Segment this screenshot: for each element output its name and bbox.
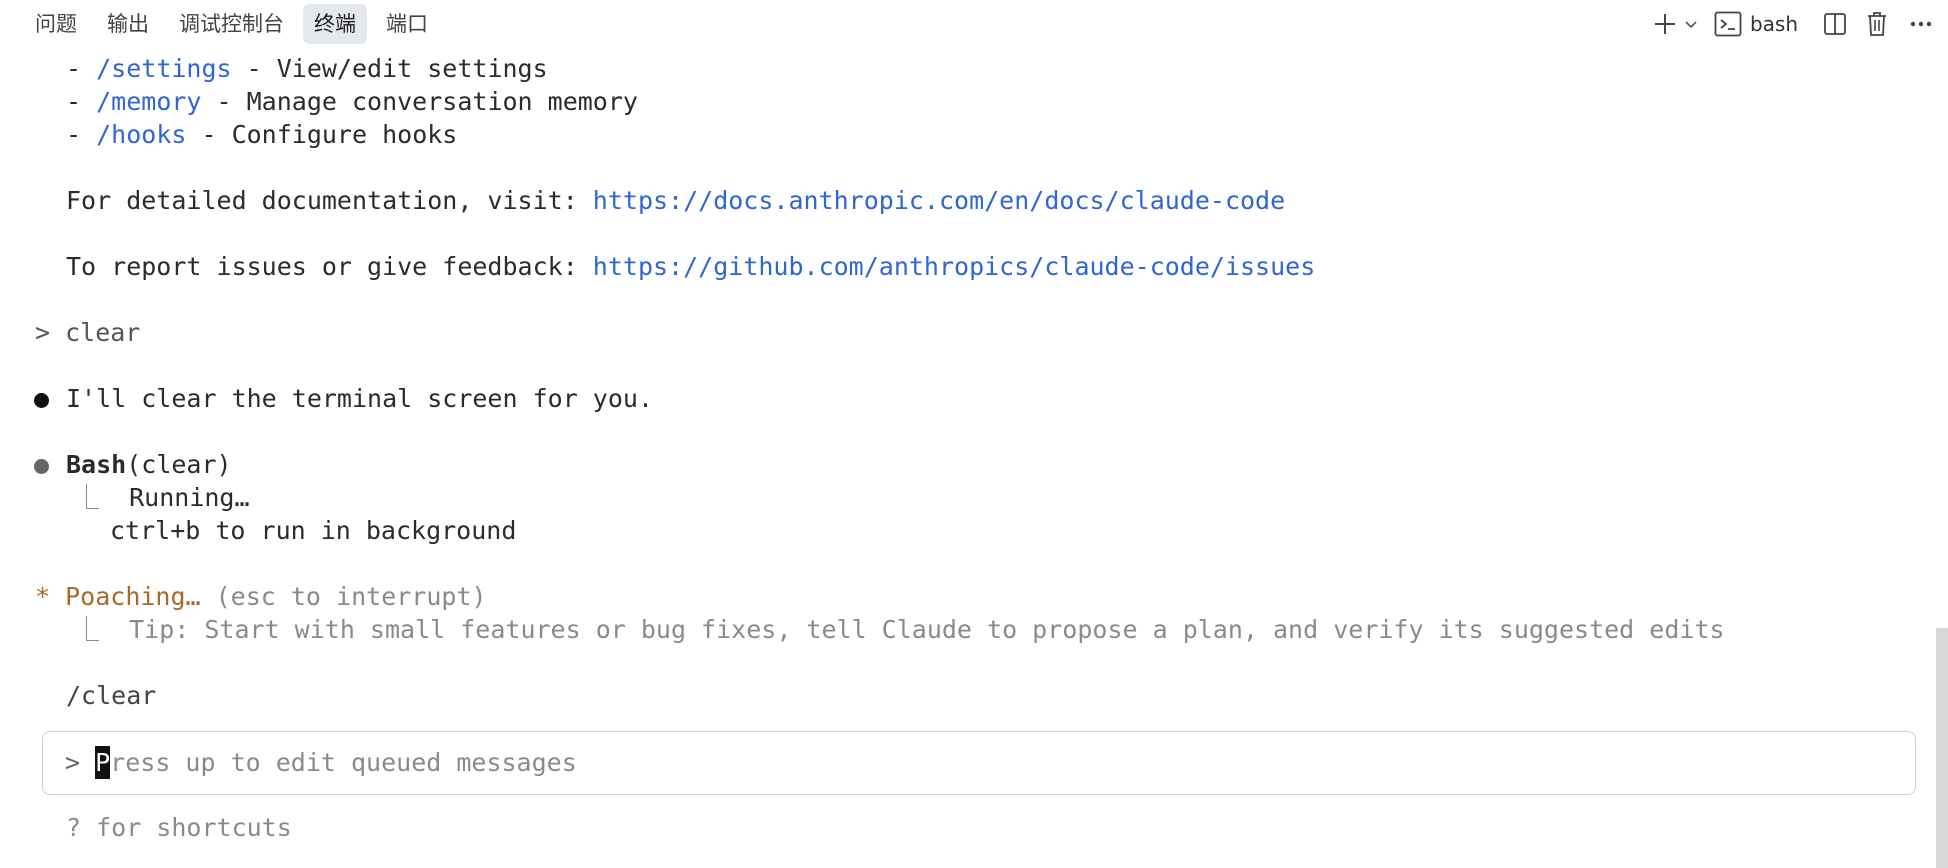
issues-line: To report issues or give feedback: https… (66, 252, 1316, 281)
docs-line: For detailed documentation, visit: https… (66, 186, 1286, 215)
command-settings: /settings (96, 54, 232, 83)
terminal-output[interactable]: - /settings - View/edit settings - /memo… (0, 52, 1920, 868)
assistant-message: I'll clear the terminal screen for you. (66, 384, 653, 413)
shell-label: bash (1749, 12, 1798, 36)
terminal-dropdown-button[interactable] (1680, 8, 1702, 40)
tool-name: Bash (66, 450, 127, 479)
terminal-icon (1714, 11, 1742, 37)
user-input-clear: > clear (35, 318, 141, 347)
tool-args: (clear) (126, 450, 232, 479)
assistant-message-bullet (34, 393, 49, 408)
kill-terminal-button[interactable] (1862, 8, 1892, 40)
status-line: * Poaching… (esc to interrupt) (35, 580, 487, 613)
split-pane-icon (1823, 12, 1847, 36)
command-memory: /memory (96, 87, 202, 116)
branch-glyph: ⎿ (74, 483, 130, 512)
ellipsis-icon (1910, 21, 1932, 27)
tab-terminal[interactable]: 终端 (303, 4, 367, 44)
panel-tabs: 问题 输出 调试控制台 终端 端口 (24, 4, 447, 44)
tool-call-line: Bash(clear) (66, 448, 232, 481)
tip-line: ⎿ Tip: Start with small features or bug … (74, 613, 1725, 646)
tab-debug-console[interactable]: 调试控制台 (179, 12, 284, 36)
branch-glyph: ⎿ (74, 615, 130, 644)
help-line-memory: - /memory - Manage conversation memory (66, 87, 638, 116)
split-terminal-button[interactable] (1820, 8, 1850, 40)
tab-problems[interactable]: 问题 (35, 12, 77, 36)
tool-running-status: Running… (129, 483, 250, 512)
tab-ports[interactable]: 端口 (386, 12, 428, 36)
chevron-down-icon (1684, 17, 1698, 31)
prompt-symbol: > (65, 748, 96, 777)
tool-call-bullet (34, 459, 49, 474)
plus-icon (1653, 12, 1677, 36)
input-placeholder: ress up to edit queued messages (110, 748, 577, 777)
shell-selector[interactable]: bash (1714, 8, 1798, 40)
tab-output[interactable]: 输出 (107, 12, 149, 36)
more-actions-button[interactable] (1906, 8, 1936, 40)
terminal-scrollbar[interactable] (1936, 628, 1948, 868)
terminal-actions: bash (1650, 0, 1948, 48)
panel-tab-bar: 问题 输出 调试控制台 终端 端口 bash (0, 0, 1948, 48)
text-cursor: P (95, 746, 111, 779)
queued-message: /clear (66, 681, 157, 710)
shortcuts-hint: ? for shortcuts (66, 813, 292, 842)
issues-link[interactable]: https://github.com/anthropics/claude-cod… (592, 252, 1316, 281)
tool-running-line: ⎿ Running… (74, 481, 250, 514)
command-hooks: /hooks (96, 120, 187, 149)
help-line-settings: - /settings - View/edit settings (66, 54, 548, 83)
background-hint: ctrl+b to run in background (110, 516, 517, 545)
tip-text: Tip: Start with small features or bug fi… (129, 615, 1725, 644)
interrupt-hint: (esc to interrupt) (200, 582, 487, 611)
trash-icon (1866, 11, 1888, 37)
help-line-hooks: - /hooks - Configure hooks (66, 120, 458, 149)
status-word: Poaching… (65, 582, 201, 611)
new-terminal-button[interactable] (1650, 8, 1680, 40)
prompt-input[interactable]: > Press up to edit queued messages (65, 746, 577, 779)
docs-link[interactable]: https://docs.anthropic.com/en/docs/claud… (592, 186, 1286, 215)
prompt-input-box[interactable]: > Press up to edit queued messages (42, 731, 1916, 795)
status-star: * (35, 582, 66, 611)
